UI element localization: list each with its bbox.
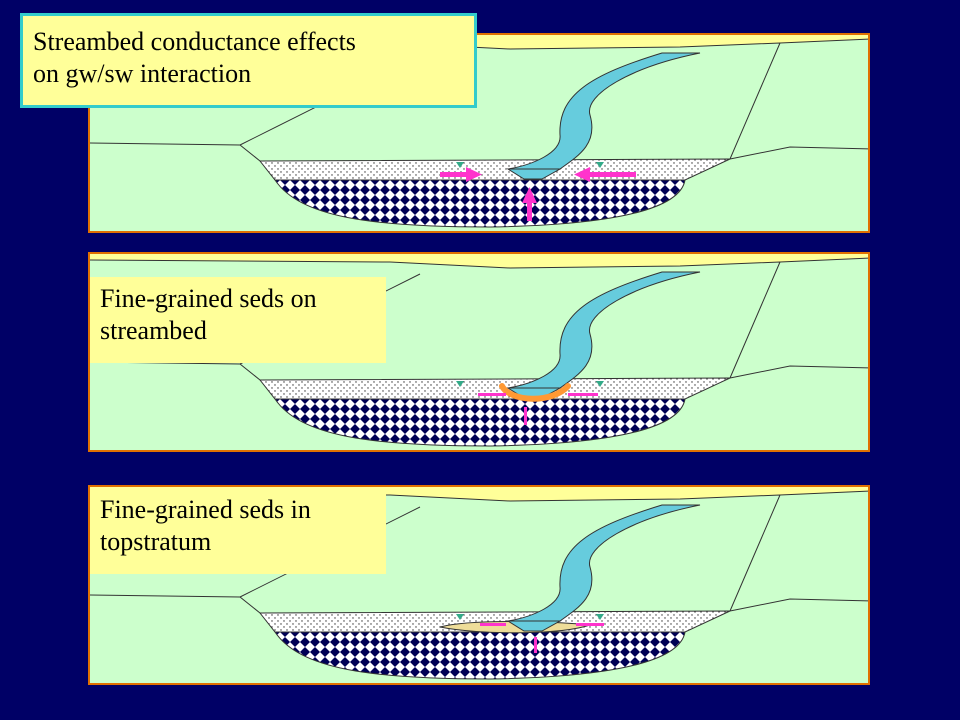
flow-arrow-icon [478, 393, 506, 396]
water-table-icon [456, 614, 464, 620]
flow-arrow-icon [534, 637, 537, 653]
flow-arrow-icon [522, 187, 537, 221]
flow-arrow-icon [574, 167, 636, 182]
fine-sediment-layer [499, 383, 571, 402]
flow-arrow-icon [568, 393, 598, 396]
dark-aquifer [274, 179, 686, 228]
flow-arrow-icon [524, 407, 527, 425]
alluvium-topstratum [258, 158, 731, 181]
dark-aquifer [274, 631, 686, 680]
river-channel [507, 271, 701, 389]
water-table-icon [596, 614, 604, 620]
diagram-panel-1 [88, 33, 870, 233]
panel-2-caption: Fine-grained seds on streambed [90, 277, 386, 363]
river-channel [507, 52, 701, 170]
panel-3-caption-line-1: Fine-grained seds in [100, 495, 311, 524]
slide-title-line-2: on gw/sw interaction [33, 59, 252, 88]
water-table-icon [456, 162, 464, 168]
panel-2-caption-line-2: streambed [100, 316, 207, 345]
dark-aquifer [274, 398, 686, 447]
flow-arrow-icon [480, 623, 506, 626]
sky-band [90, 254, 868, 268]
panel-3-caption-line-2: topstratum [100, 527, 212, 556]
water-table-icon [456, 381, 464, 387]
panel-2-caption-line-1: Fine-grained seds on [100, 284, 317, 313]
flow-arrow-icon [440, 167, 482, 182]
slide-title: Streambed conductance effects on gw/sw i… [20, 13, 477, 108]
slide-title-line-1: Streambed conductance effects [33, 27, 356, 56]
stream-bed [506, 168, 562, 180]
water-table-icon [596, 162, 604, 168]
valley-cross-section-1 [90, 35, 868, 228]
flow-arrow-icon [576, 623, 604, 626]
river-channel [507, 504, 701, 622]
water-table-icon [596, 381, 604, 387]
valley-cross-section-2 [90, 254, 868, 447]
stream-bed [506, 620, 562, 632]
panel-3-caption: Fine-grained seds in topstratum [90, 488, 386, 574]
